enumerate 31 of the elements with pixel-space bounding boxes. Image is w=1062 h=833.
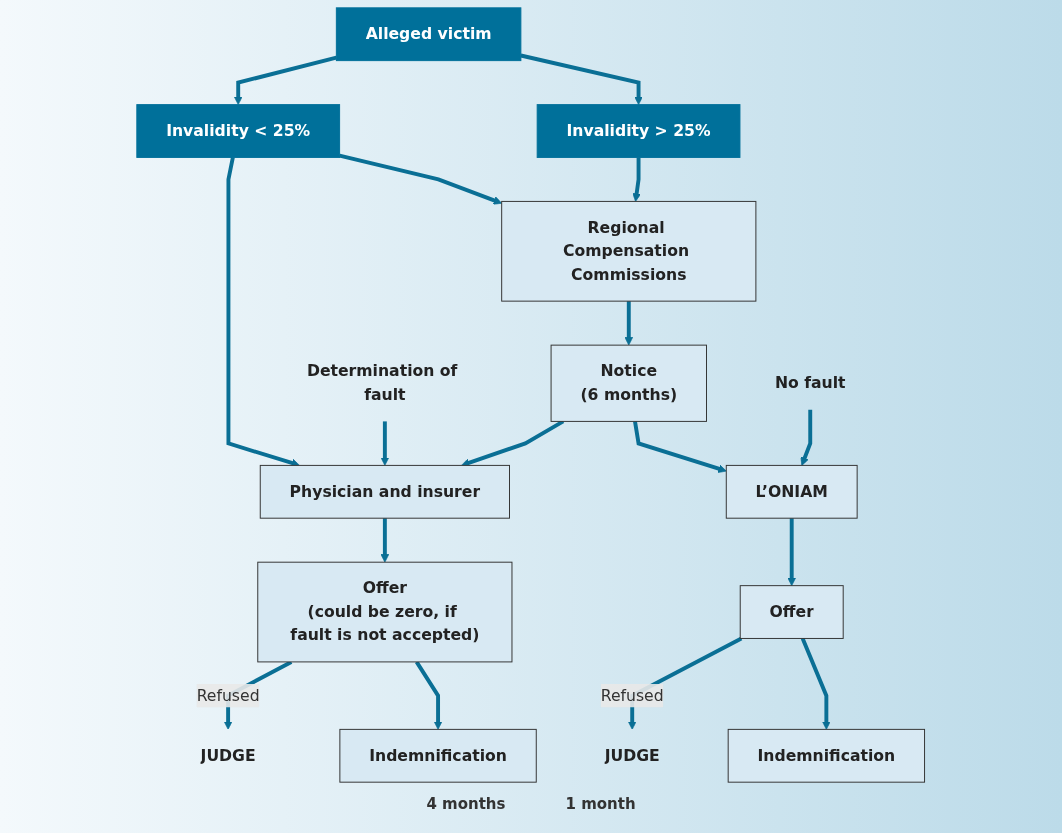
arrow	[234, 55, 338, 105]
node-box: Offer (could be zero, if fault is not accepted)	[257, 561, 513, 663]
arrow	[380, 421, 390, 466]
node-text: No fault	[775, 373, 846, 393]
arrow	[415, 660, 443, 730]
edge-label: Refused	[196, 685, 260, 705]
node-box: Offer	[740, 585, 844, 639]
node-box: Alleged victim	[336, 7, 522, 62]
node-box: Invalidity < 25%	[136, 104, 341, 158]
node-box: Notice (6 months)	[550, 344, 708, 422]
node-box: Indemnification	[339, 728, 538, 783]
node-text: Determination of fault	[307, 361, 458, 404]
arrow	[339, 153, 503, 205]
node-box: Regional Compensation Commissions	[501, 200, 757, 302]
arrow	[787, 518, 797, 587]
arrow	[800, 409, 813, 466]
arrow	[801, 637, 831, 730]
node-text: JUDGE	[605, 746, 661, 765]
arrow	[520, 53, 644, 105]
arrow	[624, 301, 634, 346]
arrow	[380, 518, 390, 563]
duration-note: 4 months	[426, 795, 506, 813]
node-box: Invalidity > 25%	[537, 104, 741, 158]
arrow	[632, 157, 642, 202]
duration-note: 1 month	[565, 795, 636, 813]
edge-label: Refused	[601, 685, 664, 705]
arrow	[633, 421, 727, 473]
node-text: JUDGE	[200, 746, 256, 765]
node-box: Physician and insurer	[260, 464, 511, 519]
node-box: L’ONIAM	[726, 464, 858, 519]
node-box: Indemnification	[728, 728, 926, 783]
